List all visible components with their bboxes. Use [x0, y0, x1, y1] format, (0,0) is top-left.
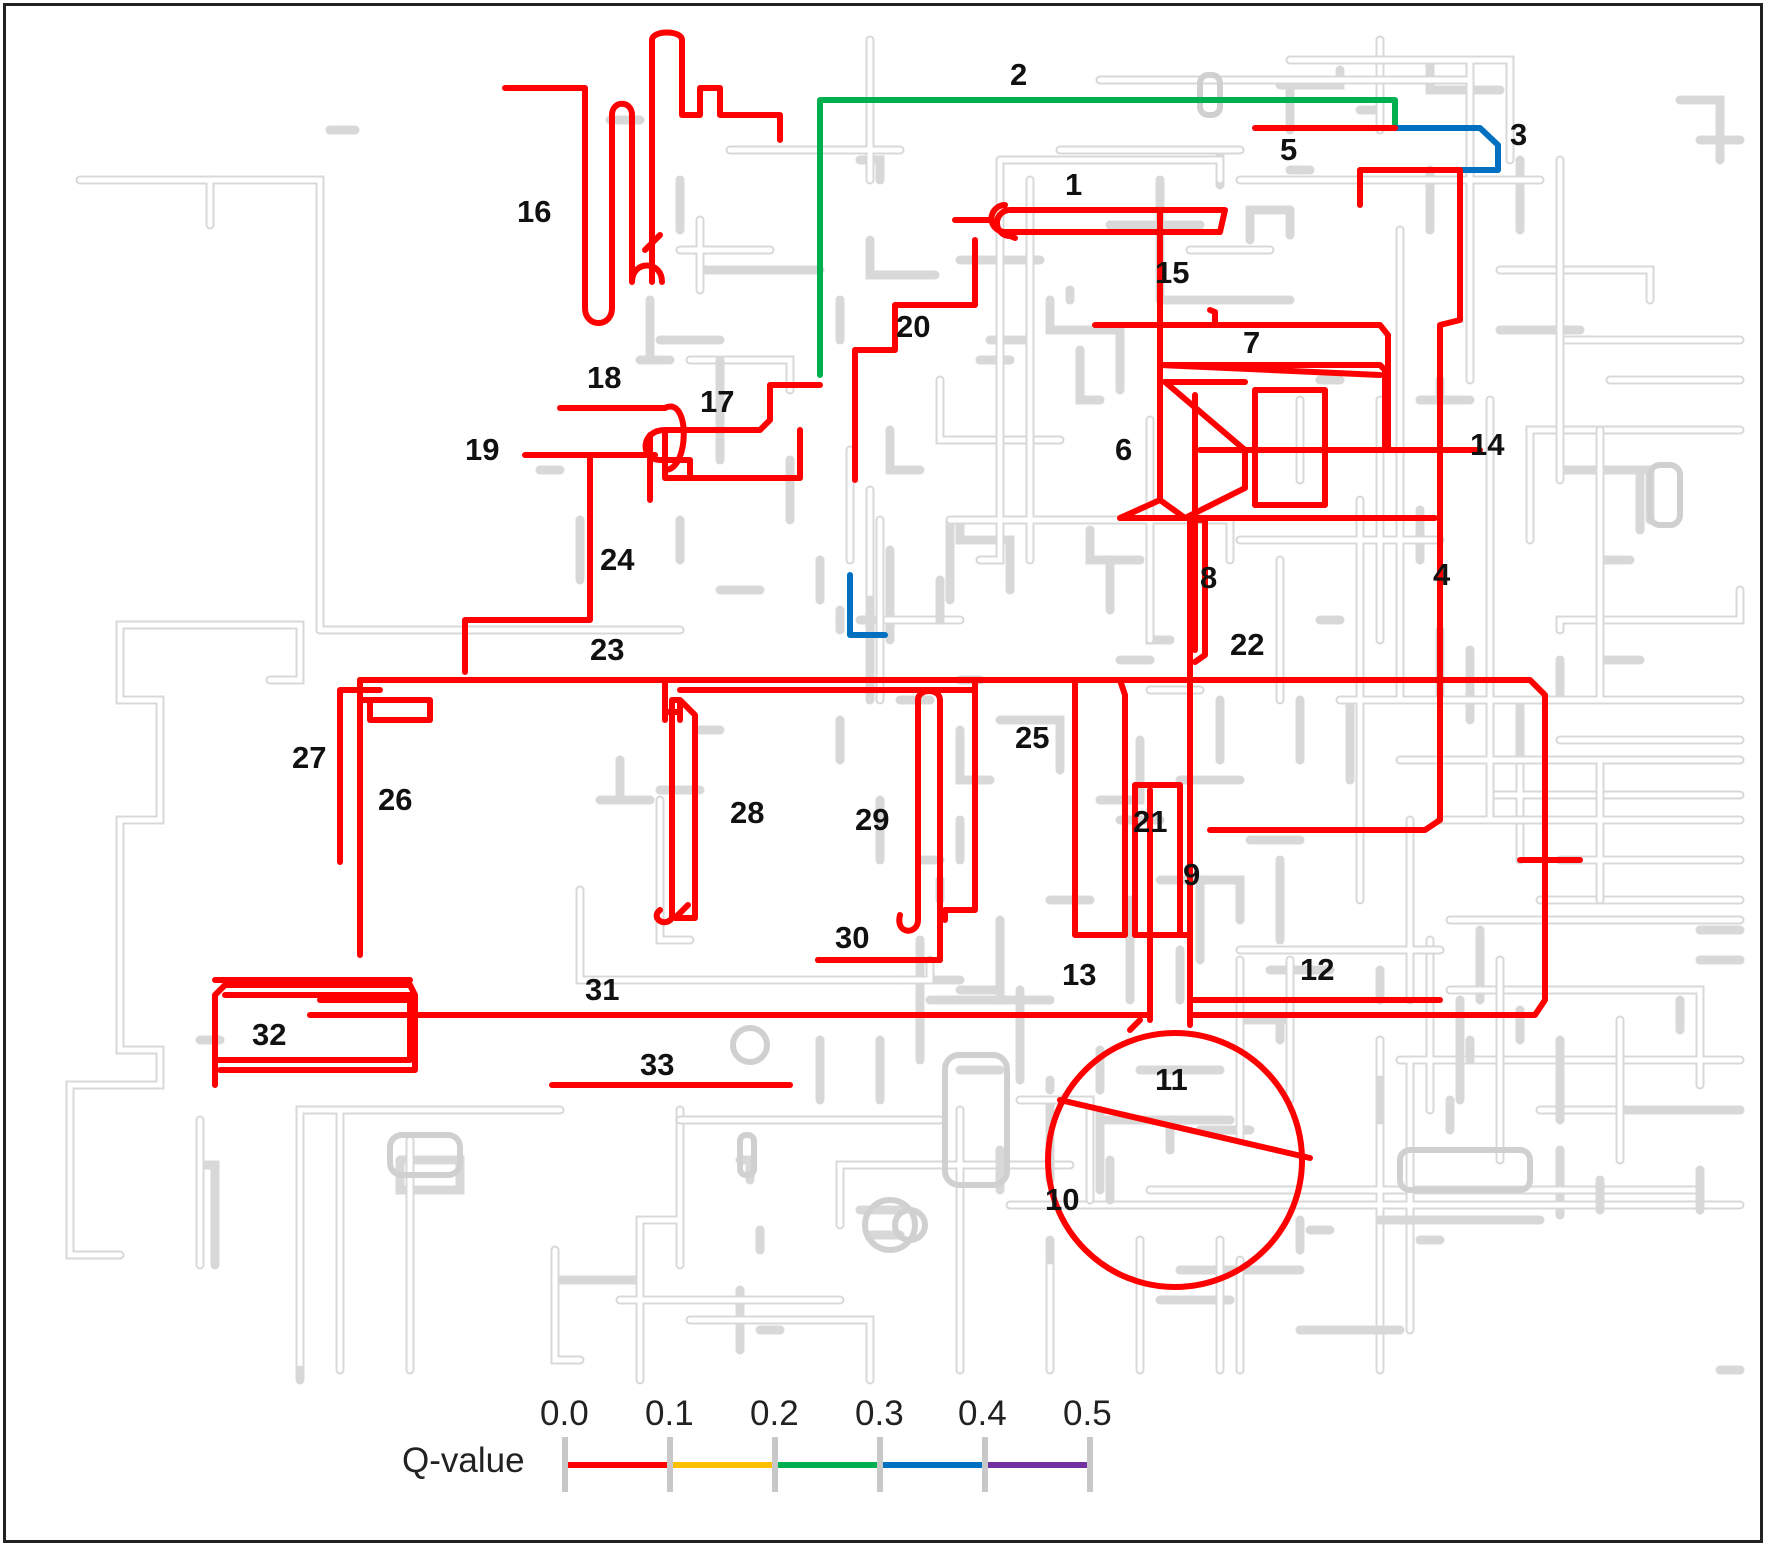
segment-label-3: 3 — [1510, 117, 1527, 152]
legend-tick-4: 0.4 — [958, 1394, 1007, 1433]
segment-label-23: 23 — [590, 632, 624, 667]
background-street-network — [65, 35, 1745, 1385]
segment-label-1: 1 — [1065, 167, 1082, 202]
segment-labels: 2 3 5 1 15 16 20 7 18 17 19 6 14 24 8 4 … — [252, 57, 1527, 1217]
segment-label-31: 31 — [585, 972, 619, 1007]
segment-label-9: 9 — [1183, 857, 1200, 892]
segment-7 — [1092, 322, 1391, 453]
segment-label-27: 27 — [292, 740, 326, 775]
segment-label-29: 29 — [855, 802, 889, 837]
segment-label-21: 21 — [1133, 804, 1167, 839]
segment-label-7: 7 — [1243, 325, 1260, 360]
segment-16 — [502, 29, 783, 326]
segment-label-20: 20 — [896, 309, 930, 344]
segment-label-13: 13 — [1062, 957, 1096, 992]
segment-label-24: 24 — [600, 542, 635, 577]
segment-32 — [212, 982, 418, 1088]
segment-label-19: 19 — [465, 432, 499, 467]
segment-10 — [1057, 1097, 1313, 1161]
segment-label-5: 5 — [1280, 132, 1297, 167]
legend-tick-0: 0.0 — [540, 1394, 589, 1433]
segment-label-18: 18 — [587, 360, 621, 395]
segment-label-10: 10 — [1045, 1182, 1079, 1217]
segment-6-box — [1252, 387, 1328, 508]
segment-label-6: 6 — [1115, 432, 1132, 467]
segment-label-14: 14 — [1470, 427, 1505, 462]
segment-label-8: 8 — [1200, 560, 1217, 595]
segment-11-circle — [1045, 1030, 1305, 1290]
segment-7b — [1157, 362, 1388, 453]
segment-1-loop — [988, 202, 1228, 241]
segment-29 — [815, 688, 943, 963]
segment-21 — [1132, 782, 1183, 938]
segment-17 — [642, 382, 823, 503]
segment-label-28: 28 — [730, 795, 764, 830]
legend-tick-2: 0.2 — [750, 1394, 799, 1433]
segment-22 — [357, 677, 1548, 1018]
segment-25 — [1072, 677, 1128, 938]
segment-2 — [817, 97, 1398, 378]
segment-label-17: 17 — [700, 384, 734, 419]
segment-label-2: 2 — [1010, 57, 1027, 92]
segment-3 — [1392, 125, 1501, 173]
segment-4 — [1207, 167, 1463, 833]
segment-label-12: 12 — [1300, 952, 1334, 987]
segment-label-33: 33 — [640, 1047, 674, 1082]
segment-label-4: 4 — [1433, 557, 1451, 592]
segment-label-22: 22 — [1230, 627, 1264, 662]
segment-blue-short — [847, 572, 888, 638]
segment-label-26: 26 — [378, 782, 412, 817]
segment-8 — [1192, 517, 1208, 665]
segment-label-11: 11 — [1155, 1062, 1188, 1097]
legend-tick-1: 0.1 — [645, 1394, 694, 1433]
highlighted-segments — [212, 29, 1583, 1290]
segment-label-15: 15 — [1155, 255, 1189, 290]
legend-tick-3: 0.3 — [855, 1394, 904, 1433]
legend-title: Q-value — [402, 1441, 525, 1480]
segment-27 — [337, 687, 383, 865]
segment-20 — [852, 237, 978, 483]
segment-label-30: 30 — [835, 920, 869, 955]
segment-label-32: 32 — [252, 1017, 286, 1052]
segment-label-16: 16 — [517, 194, 551, 229]
segment-24 — [462, 452, 593, 675]
legend-tick-5: 0.5 — [1063, 1394, 1112, 1433]
segment-label-25: 25 — [1015, 720, 1049, 755]
q-value-legend: Q-value 0.0 0.1 0.2 0.3 0.4 0.5 — [402, 1394, 1112, 1492]
segment-6 — [1162, 379, 1248, 521]
